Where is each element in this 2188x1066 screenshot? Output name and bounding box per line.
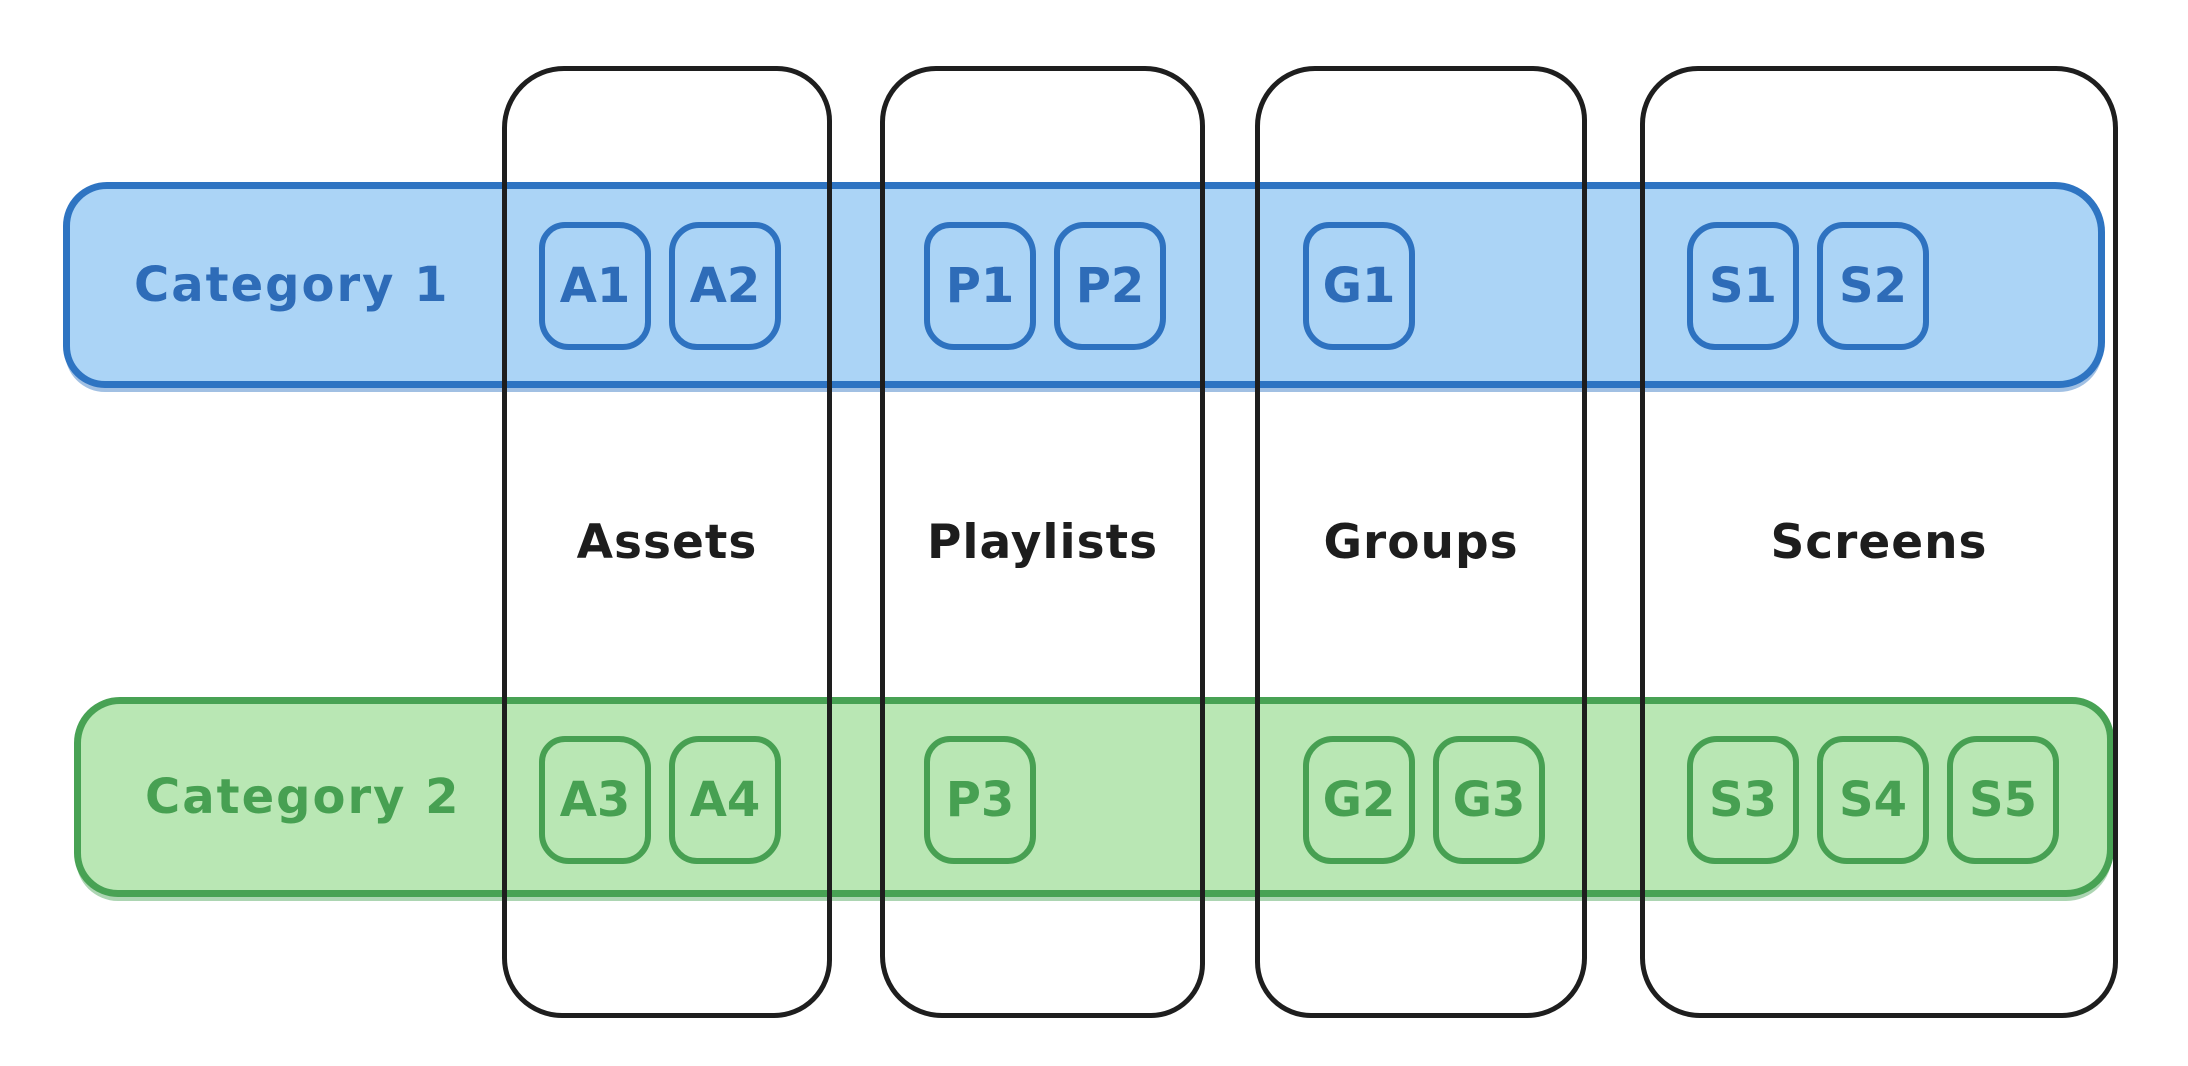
chip-p1: P1	[924, 222, 1036, 350]
chip-s4: S4	[1817, 736, 1929, 864]
column-playlists-label: Playlists	[926, 515, 1159, 570]
chip-g3: G3	[1433, 736, 1545, 864]
chip-a2: A2	[669, 222, 781, 350]
chip-a3: A3	[539, 736, 651, 864]
chip-g2: G2	[1303, 736, 1415, 864]
chip-p3: P3	[924, 736, 1036, 864]
column-assets-label: Assets	[576, 515, 758, 570]
column-playlists: Playlists	[880, 66, 1205, 1018]
chip-a4: A4	[669, 736, 781, 864]
column-groups: Groups	[1255, 66, 1587, 1018]
category-1-band: Category 1 A1 A2 P1 P2 G1 S1 S2	[63, 182, 2105, 388]
chip-s1: S1	[1687, 222, 1799, 350]
chip-a1: A1	[539, 222, 651, 350]
column-screens-label: Screens	[1770, 515, 1988, 570]
chip-s5: S5	[1947, 736, 2059, 864]
category-2-label: Category 2	[145, 769, 461, 825]
column-groups-label: Groups	[1323, 515, 1519, 570]
chip-g1: G1	[1303, 222, 1415, 350]
column-assets: Assets	[502, 66, 832, 1018]
chip-s3: S3	[1687, 736, 1799, 864]
category-1-label: Category 1	[134, 257, 450, 313]
chip-s2: S2	[1817, 222, 1929, 350]
category-2-band: Category 2 A3 A4 P3 G2 G3 S3 S4 S5	[74, 697, 2114, 897]
chip-p2: P2	[1054, 222, 1166, 350]
column-screens: Screens	[1640, 66, 2118, 1018]
